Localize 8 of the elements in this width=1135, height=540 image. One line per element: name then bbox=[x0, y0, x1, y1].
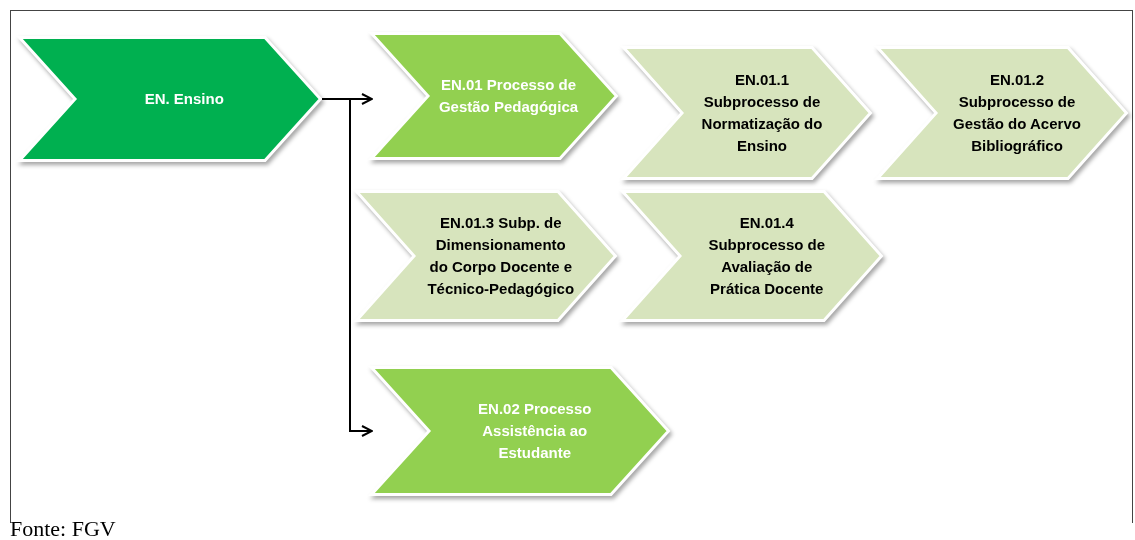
chevron-label: EN.01.3 Subp. de Dimensionamento do Corpo Docente e Técnico-Pedagógico bbox=[426, 213, 576, 299]
chevron-label: EN. Ensino bbox=[144, 89, 224, 109]
chevron-label: EN.01.4 Subprocesso de Avaliação de Prática Docente bbox=[707, 213, 827, 299]
chevron-label: EN.01 Processo de Gestão Pedagógica bbox=[438, 75, 579, 117]
chevron-label: EN.01.1 Subprocesso de Normatização do Ensino bbox=[700, 70, 824, 156]
chevron-label: EN.02 Processo Assistência ao Estudante bbox=[477, 399, 593, 463]
source-caption: Fonte: FGV bbox=[10, 516, 116, 540]
chevron-label: EN.01.2 Subprocesso de Gestão do Acervo Bibliográfico bbox=[952, 70, 1082, 156]
